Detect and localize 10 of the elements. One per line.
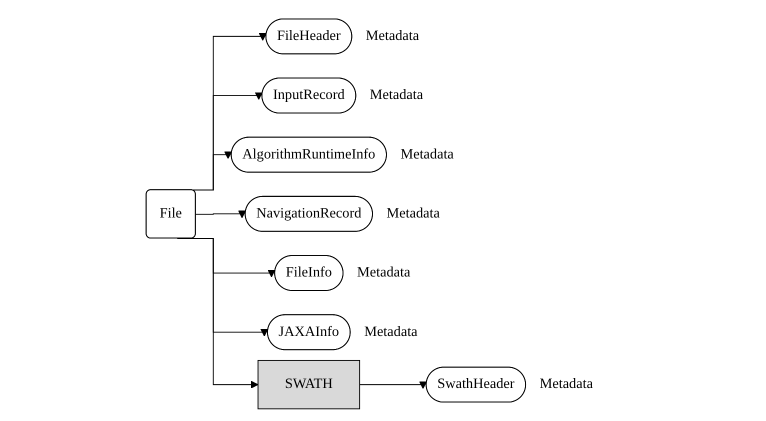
node-label: Metadata (357, 264, 410, 280)
node-label: Metadata (400, 146, 454, 162)
node-label: Metadata (370, 87, 424, 103)
node-box: SWATH (258, 360, 360, 410)
arrow (359, 381, 427, 389)
node-label: Metadata (386, 206, 440, 222)
node-label: Metadata (366, 28, 420, 44)
arrow (195, 210, 246, 218)
node-label: Metadata (540, 376, 593, 392)
node-label: Metadata (364, 324, 418, 340)
